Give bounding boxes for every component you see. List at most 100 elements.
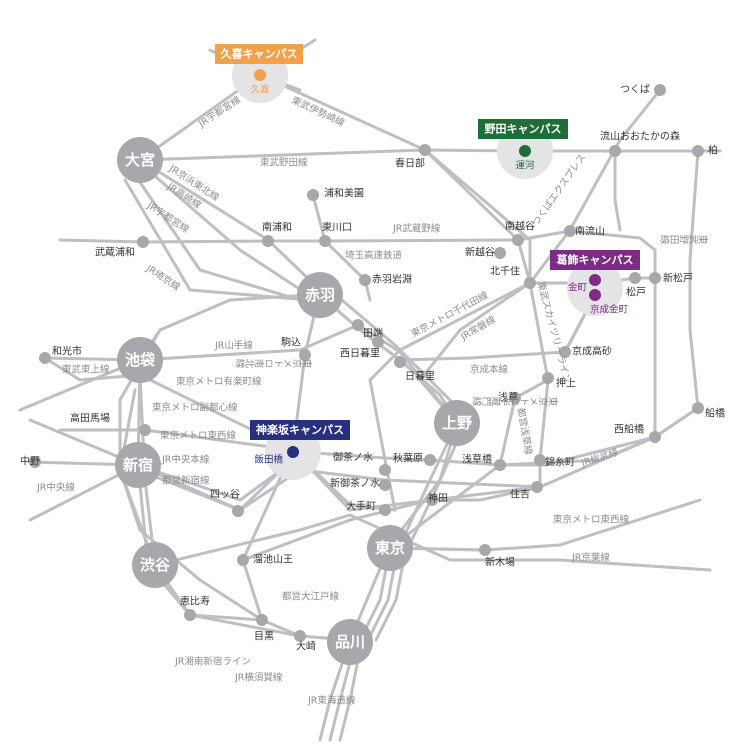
hub-ikebukuro-circle[interactable] <box>117 337 163 383</box>
station-keisei-takasago-dot[interactable] <box>559 346 571 358</box>
station-akabane-iwabuchi-dot[interactable] <box>359 274 371 286</box>
katsushika-station1-dot[interactable] <box>589 274 601 286</box>
hub-omiya-circle[interactable] <box>117 137 163 183</box>
station-oshiage: 押上 <box>556 377 576 390</box>
station-minami-koshigaya: 南越谷 <box>505 220 535 233</box>
line-jr-joban <box>418 281 532 425</box>
katsushika-station2-dot[interactable] <box>589 289 601 301</box>
station-osaki-dot[interactable] <box>294 630 306 642</box>
station-yotsuya-dot[interactable] <box>232 505 244 517</box>
station-shin-kiba: 新木場 <box>485 556 515 569</box>
station-matsudo: 松戸 <box>626 286 646 299</box>
line-ueno-tokyo-2 <box>406 426 465 550</box>
station-minami-urawa-dot[interactable] <box>262 235 274 247</box>
station-ochanomizu-dot[interactable] <box>379 464 391 476</box>
hub-akabane-circle[interactable] <box>297 272 343 318</box>
station-ochanomizu: 御茶ノ水 <box>333 451 373 464</box>
hub-omiya: 大宮 <box>125 151 155 169</box>
station-nishi-funabashi-dot[interactable] <box>649 431 661 443</box>
kagurazaka-station: 飯田橋 <box>254 454 283 466</box>
station-higashi-kawaguchi-dot[interactable] <box>319 235 331 247</box>
station-tameike-sanno-dot[interactable] <box>237 554 249 566</box>
line-omiya-bundle-2 <box>146 168 318 302</box>
label-jr-chuo: JR中央線 <box>36 482 75 494</box>
label-jr-utsunomiya-2: JR宇都宮線 <box>144 199 192 236</box>
station-kinshicho-dot[interactable] <box>534 454 546 466</box>
station-takadanobaba-dot[interactable] <box>139 424 151 436</box>
label-metro-tozai-1: 東京メトロ東西線 <box>160 430 237 442</box>
station-shin-matsudo-dot[interactable] <box>649 272 661 284</box>
noda-station-dot[interactable] <box>519 145 531 157</box>
station-kanda-dot[interactable] <box>426 494 438 506</box>
station-kasukabe-dot[interactable] <box>419 144 431 156</box>
station-kita-senju-dot[interactable] <box>524 277 536 289</box>
station-asakusa-dot[interactable] <box>509 392 521 404</box>
station-nagareyama-otaka: 流山おおたかの森 <box>600 130 680 143</box>
station-nippori-dot[interactable] <box>394 356 406 368</box>
station-shin-ochanomizu-dot[interactable] <box>379 479 391 491</box>
kuki-station-dot[interactable] <box>254 69 266 81</box>
station-kinshicho: 錦糸町 <box>545 456 575 469</box>
station-asakusabashi-dot[interactable] <box>494 459 506 471</box>
station-shin-kiba-dot[interactable] <box>479 544 491 556</box>
station-wakoshi-dot[interactable] <box>39 352 51 364</box>
campuses: 久喜キャンパス 久喜 野田キャンパス 運河 葛飾キャンパス 金町 京成金町 神楽… <box>215 44 640 466</box>
line-metro-tozai <box>58 428 657 512</box>
station-minami-koshigaya-dot[interactable] <box>512 234 524 246</box>
kuki-campus-badge[interactable] <box>215 44 303 64</box>
station-tabata-dot[interactable] <box>352 319 364 331</box>
station-nakano: 中野 <box>20 455 40 468</box>
station-tsukuba-dot[interactable] <box>654 84 666 96</box>
label-keisei-main: 京成本線 <box>470 364 509 376</box>
station-nagareyama-otaka-dot[interactable] <box>609 145 621 157</box>
station-oshiage-dot[interactable] <box>542 372 554 384</box>
station-nishi-nippori-dot[interactable] <box>372 336 384 348</box>
station-akihabara-dot[interactable] <box>424 454 436 466</box>
station-otemachi-dot[interactable] <box>379 504 391 516</box>
line-tobu-noda-nagareyama <box>613 149 622 232</box>
station-shin-koshigaya-dot[interactable] <box>494 247 506 259</box>
katsushika-halo <box>567 260 623 316</box>
station-asakusabashi: 浅草橋 <box>462 453 492 466</box>
hub-shinjuku-circle[interactable] <box>115 442 161 488</box>
station-meguro-dot[interactable] <box>256 614 268 626</box>
station-shin-ochanomizu: 新御茶ノ水 <box>330 477 380 490</box>
label-metro-namboku: 東京メトロ南北線 <box>236 357 313 369</box>
kagurazaka-station-dot[interactable] <box>287 446 299 458</box>
station-komagome-dot[interactable] <box>299 349 311 361</box>
station-kashiwa: 柏 <box>708 144 718 157</box>
hub-tokyo-circle[interactable] <box>367 525 413 571</box>
label-saitama-kosoku: 埼玉高速鉄道 <box>345 250 403 262</box>
station-shin-matsudo: 新松戸 <box>663 272 693 285</box>
label-metro-yurakucho: 東京メトロ有楽町線 <box>176 376 262 388</box>
station-akabane-iwabuchi: 赤羽岩淵 <box>372 273 412 286</box>
line-metro-chiyoda <box>368 281 532 512</box>
line-toei-oedo <box>118 388 264 622</box>
label-tobu-noda: 東武野田線 <box>260 157 308 169</box>
station-minami-nagareyama-dot[interactable] <box>564 225 576 237</box>
noda-campus-label: 野田キャンパス <box>485 123 562 136</box>
hub-ueno-circle[interactable] <box>434 400 480 446</box>
station-sumiyoshi-dot[interactable] <box>531 481 543 493</box>
label-toei-asakusa: 都営浅草線 <box>515 407 535 456</box>
hub-tokyo: 東京 <box>375 539 405 557</box>
station-urawa-misono-dot[interactable] <box>307 189 319 201</box>
station-ebisu-dot[interactable] <box>184 609 196 621</box>
line-jr-keiyo <box>388 498 702 552</box>
station-matsudo-dot[interactable] <box>629 272 641 284</box>
hub-shibuya: 渋谷 <box>140 556 171 574</box>
line-metro-yurakucho <box>43 356 397 512</box>
hub-shibuya-circle[interactable] <box>132 542 178 588</box>
station-kashiwa-dot[interactable] <box>692 145 704 157</box>
station-nakano-dot[interactable] <box>29 456 41 468</box>
katsushika-station1: 金町 <box>568 282 588 294</box>
katsushika-campus-badge[interactable] <box>550 250 640 270</box>
station-musashi-urawa-dot[interactable] <box>137 236 149 248</box>
hub-shinagawa-circle[interactable] <box>327 619 373 665</box>
katsushika-station2: 京成金町 <box>590 304 629 316</box>
station-funabashi-dot[interactable] <box>692 402 704 414</box>
label-toei-oedo: 都営大江戸線 <box>282 591 340 603</box>
station-musashi-urawa: 武蔵浦和 <box>95 246 135 259</box>
kagurazaka-campus-badge[interactable] <box>250 420 350 440</box>
noda-campus-badge[interactable] <box>478 119 568 139</box>
